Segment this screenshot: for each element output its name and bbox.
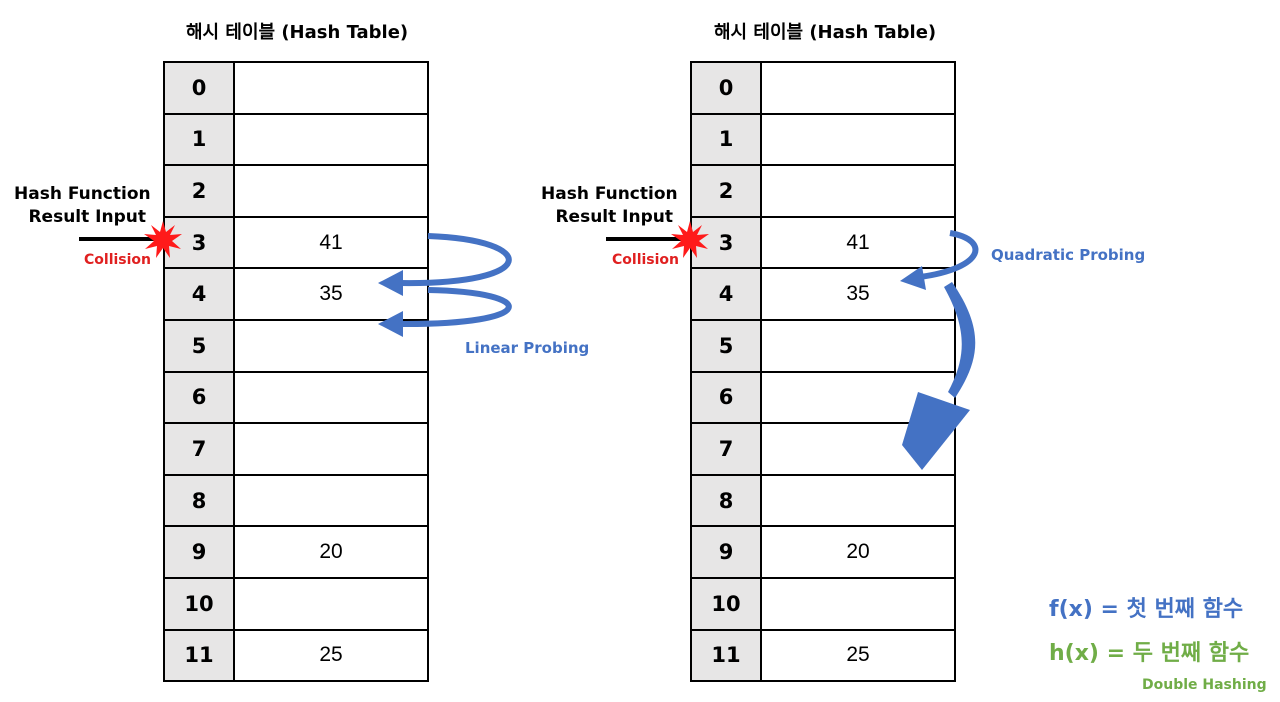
left-row-value <box>235 320 429 371</box>
left-row-index: 9 <box>165 527 235 577</box>
left-row-value: 41 <box>235 217 429 268</box>
right-row-index: 8 <box>692 475 762 526</box>
left-row-value <box>235 372 429 423</box>
left-table-row: 10 <box>165 578 429 631</box>
right-row-index: 9 <box>692 527 762 577</box>
left-table-row: 0 <box>165 63 429 115</box>
left-row-index: 0 <box>165 63 235 113</box>
right-row-index: 11 <box>692 630 762 681</box>
right-row-value <box>762 424 956 474</box>
right-row-value <box>762 320 956 371</box>
left-row-value <box>235 475 429 526</box>
right-hash-input-label-line2: Result Input <box>555 207 673 227</box>
left-row-index: 4 <box>165 269 235 319</box>
left-hash-input-label-line2: Result Input <box>28 207 146 227</box>
left-row-value <box>235 578 429 629</box>
right-row-value <box>762 475 956 526</box>
right-row-value: 25 <box>762 630 956 681</box>
left-row-value <box>235 424 429 474</box>
right-collision-label: Collision <box>612 252 680 268</box>
left-row-index: 11 <box>165 630 235 681</box>
left-row-value <box>235 114 429 165</box>
right-table-row: 7 <box>692 424 956 476</box>
left-row-index: 6 <box>165 372 235 423</box>
left-hash-input-label: Hash Function Result Input <box>14 183 151 229</box>
left-table-row: 1 <box>165 114 429 167</box>
left-row-index: 8 <box>165 475 235 526</box>
left-table-row: 2 <box>165 166 429 218</box>
right-row-index: 7 <box>692 424 762 474</box>
left-row-index: 3 <box>165 217 235 268</box>
right-table-row: 10 <box>692 578 956 631</box>
left-row-value <box>235 166 429 216</box>
left-table-row: 7 <box>165 424 429 476</box>
left-row-value: 25 <box>235 630 429 681</box>
left-row-value: 20 <box>235 527 429 577</box>
right-row-index: 0 <box>692 63 762 113</box>
right-table-row: 2 <box>692 166 956 218</box>
right-hash-input-line <box>606 237 686 241</box>
right-hash-input-label-line1: Hash Function <box>541 184 678 204</box>
left-table-row: 6 <box>165 372 429 425</box>
right-row-value <box>762 372 956 423</box>
left-row-index: 7 <box>165 424 235 474</box>
right-row-value <box>762 63 956 113</box>
left-table-row: 5 <box>165 320 429 373</box>
right-row-index: 6 <box>692 372 762 423</box>
right-row-value: 35 <box>762 269 956 319</box>
right-table-title: 해시 테이블 (Hash Table) <box>714 22 937 43</box>
right-hash-input-label: Hash Function Result Input <box>541 183 678 229</box>
left-row-index: 1 <box>165 114 235 165</box>
right-table-row: 1 <box>692 114 956 167</box>
left-collision-label: Collision <box>84 252 152 268</box>
right-row-value <box>762 166 956 216</box>
right-table-row: 5 <box>692 320 956 373</box>
right-table-row: 0 <box>692 63 956 115</box>
legend-hx: h(x) = 두 번째 함수 <box>1049 641 1250 666</box>
right-row-value: 20 <box>762 527 956 577</box>
right-row-index: 1 <box>692 114 762 165</box>
right-table-row: 6 <box>692 372 956 425</box>
right-row-value <box>762 114 956 165</box>
left-row-index: 5 <box>165 320 235 371</box>
right-row-index: 5 <box>692 320 762 371</box>
right-row-value: 41 <box>762 217 956 268</box>
left-row-index: 2 <box>165 166 235 216</box>
legend-fx: f(x) = 첫 번째 함수 <box>1049 597 1244 622</box>
legend-double-hashing: Double Hashing <box>1142 677 1267 693</box>
left-probing-label: Linear Probing <box>465 339 590 357</box>
right-row-index: 2 <box>692 166 762 216</box>
left-hash-input-line <box>79 237 159 241</box>
left-table-title: 해시 테이블 (Hash Table) <box>186 22 409 43</box>
left-row-index: 10 <box>165 578 235 629</box>
left-hash-input-label-line1: Hash Function <box>14 184 151 204</box>
right-row-index: 4 <box>692 269 762 319</box>
right-row-index: 10 <box>692 578 762 629</box>
right-row-value <box>762 578 956 629</box>
right-probing-label: Quadratic Probing <box>991 246 1146 264</box>
right-row-index: 3 <box>692 217 762 268</box>
left-table-row: 8 <box>165 475 429 528</box>
right-collision-burst-icon <box>671 221 709 258</box>
left-collision-burst-icon <box>144 221 182 258</box>
left-row-value <box>235 63 429 113</box>
right-table-row: 8 <box>692 475 956 528</box>
left-row-value: 35 <box>235 269 429 319</box>
